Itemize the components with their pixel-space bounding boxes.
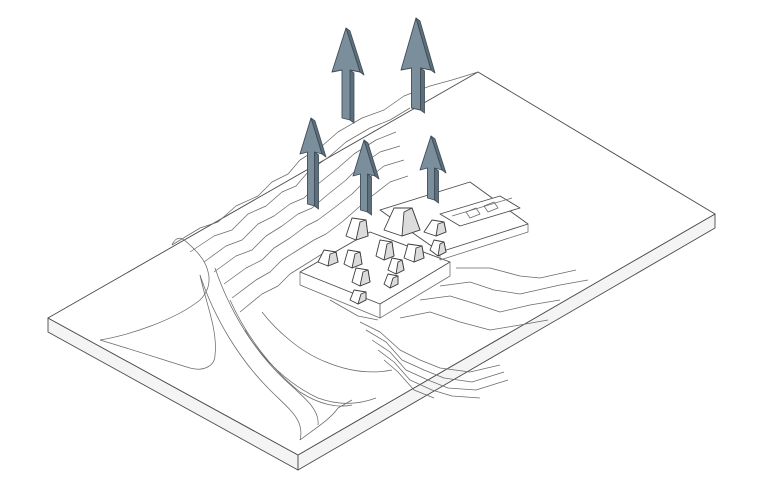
valley-slope-contours	[199, 267, 393, 441]
arrow-4-shaft-side	[367, 173, 372, 216]
arrow-5-shaft-side	[434, 167, 439, 204]
valley-floor	[99, 274, 216, 370]
arrow-1-shaft-side	[349, 69, 355, 124]
arrow-2	[400, 17, 432, 111]
arrow-4	[352, 139, 376, 213]
pier	[439, 195, 521, 227]
arrow-3	[299, 117, 323, 207]
valley-outline	[99, 237, 210, 341]
arrow-1	[331, 27, 361, 121]
arrow-3-shaft-side	[314, 151, 319, 210]
front-terraces	[359, 267, 589, 399]
upward-arrows	[299, 17, 447, 216]
arrow-2-shaft-side	[420, 67, 425, 114]
pavilions	[317, 207, 447, 305]
upper-right-terrace	[379, 181, 529, 261]
arrow-5	[419, 135, 443, 201]
